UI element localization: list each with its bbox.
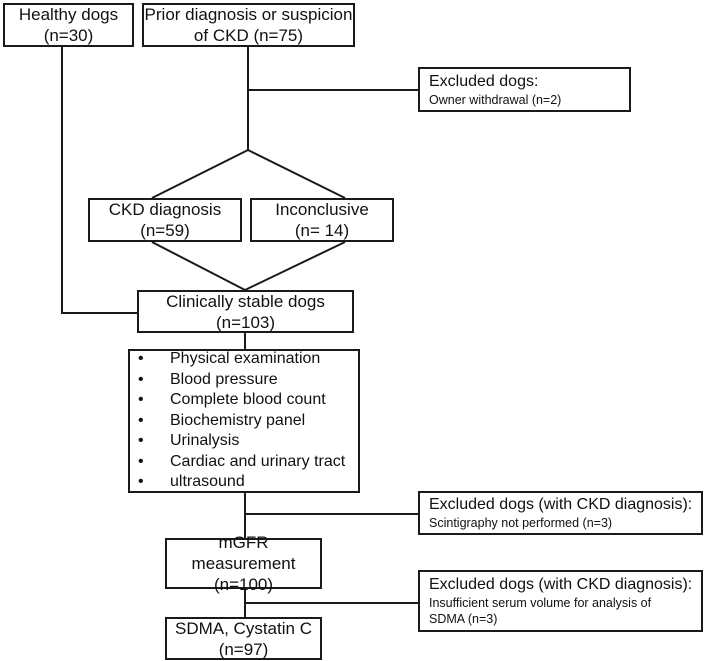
- mgfr-measurement-label: mGFR measurement: [191, 533, 296, 573]
- exam-item-continued-text: ultrasound: [170, 473, 245, 491]
- exam-item: Biochemistry panel: [130, 411, 345, 432]
- excluded-withdrawal-box: Excluded dogs: Owner withdrawal (n=2): [418, 67, 631, 112]
- exam-item: Physical examination: [130, 349, 345, 370]
- prior-diagnosis-count: of CKD (n=75): [193, 26, 304, 45]
- ckd-diagnosis-label: CKD diagnosis: [108, 200, 222, 219]
- excluded-withdrawal-title: Excluded dogs:: [429, 72, 539, 90]
- diamond-split-right: [247, 149, 346, 199]
- clinically-stable-count: (n=103): [215, 312, 276, 332]
- sdma-cystatin-label: SDMA, Cystatin C: [175, 618, 312, 638]
- exam-item-continued: ultrasound: [130, 472, 345, 493]
- diamond-split: [151, 149, 249, 199]
- examinations-list: Physical examination Blood pressure Comp…: [130, 349, 345, 493]
- inconclusive-label: Inconclusive: [275, 200, 369, 219]
- examinations-box: Physical examination Blood pressure Comp…: [128, 349, 360, 493]
- sdma-cystatin-count: (n=97): [218, 639, 269, 659]
- diamond-merge-right: [244, 241, 346, 291]
- excluded-serum-title: Excluded dogs (with CKD diagnosis):: [429, 576, 693, 593]
- excluded-serum-detail-1: Insufficient serum volume for analysis o…: [429, 596, 652, 610]
- excluded-serum-box: Excluded dogs (with CKD diagnosis): Insu…: [418, 570, 703, 632]
- exam-item: Cardiac and urinary tract: [130, 452, 345, 473]
- inconclusive-box: Inconclusive (n= 14): [250, 198, 394, 242]
- exam-item: Blood pressure: [130, 370, 345, 391]
- ckd-diagnosis-count: (n=59): [140, 221, 190, 240]
- clinically-stable-label: Clinically stable dogs: [166, 291, 325, 311]
- prior-diagnosis-box: Prior diagnosis or suspicion of CKD (n=7…: [142, 3, 355, 47]
- excluded-scintigraphy-box: Excluded dogs (with CKD diagnosis): Scin…: [418, 491, 703, 535]
- healthy-dogs-label: Healthy dogs: [18, 5, 119, 24]
- excluded-serum-detail-2: SDMA (n=3): [429, 612, 498, 626]
- excluded-withdrawal-detail: Owner withdrawal (n=2): [429, 92, 562, 107]
- mgfr-measurement-box: mGFR measurement (n=100): [165, 533, 322, 594]
- prior-diagnosis-label: Prior diagnosis or suspicion: [144, 5, 353, 24]
- connector-healthy-stable: [61, 47, 137, 314]
- exam-item: Urinalysis: [130, 431, 345, 452]
- ckd-diagnosis-box: CKD diagnosis (n=59): [88, 198, 242, 242]
- exam-item: Complete blood count: [130, 390, 345, 411]
- sdma-cystatin-box: SDMA, Cystatin C (n=97): [165, 617, 322, 660]
- mgfr-measurement-count: (n=100): [213, 575, 274, 594]
- healthy-dogs-count: (n=30): [43, 26, 94, 45]
- diamond-merge-left: [151, 241, 246, 291]
- excluded-scintigraphy-detail: Scintigraphy not performed (n=3): [429, 516, 613, 530]
- inconclusive-count: (n= 14): [294, 221, 350, 240]
- healthy-dogs-box: Healthy dogs (n=30): [3, 3, 134, 47]
- clinically-stable-box: Clinically stable dogs (n=103): [137, 290, 354, 333]
- excluded-scintigraphy-title: Excluded dogs (with CKD diagnosis):: [429, 496, 693, 513]
